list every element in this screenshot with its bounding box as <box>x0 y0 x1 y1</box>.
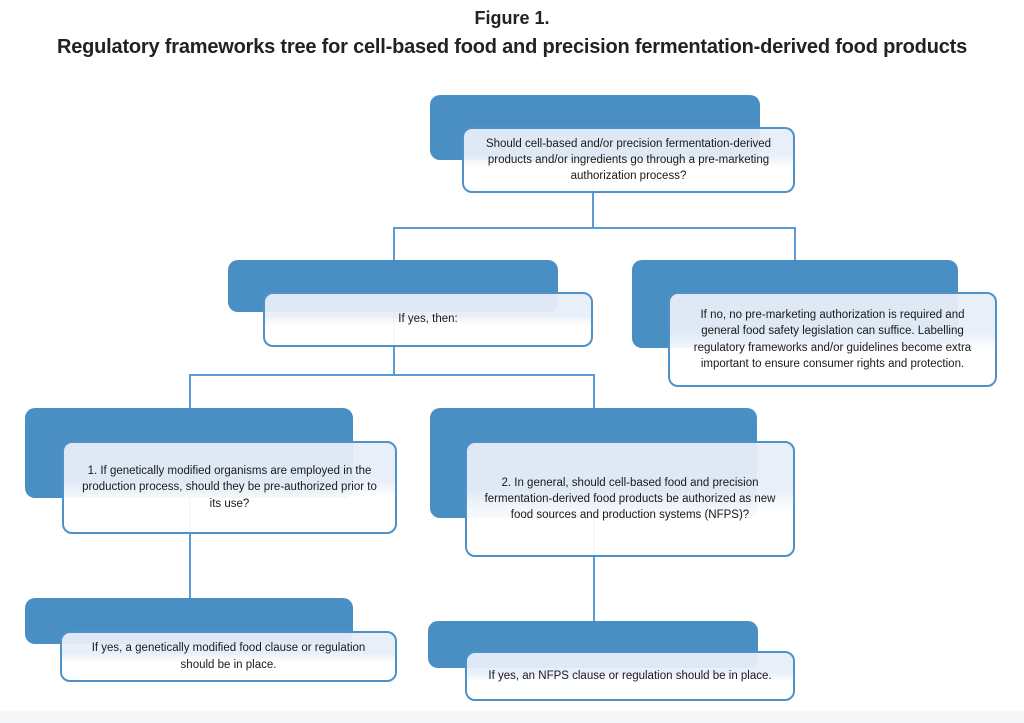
node-yes: If yes, then: <box>263 292 593 347</box>
node-answer2-text: If yes, an NFPS clause or regulation sho… <box>488 669 772 682</box>
node-answer2: If yes, an NFPS clause or regulation sho… <box>465 651 795 701</box>
figure-title: Regulatory frameworks tree for cell-base… <box>56 36 968 58</box>
node-root-text: Should cell-based and/or precision ferme… <box>485 137 772 183</box>
node-question1-text: 1. If genetically modified organisms are… <box>82 465 377 510</box>
node-no: If no, no pre-marketing authorization is… <box>668 292 997 387</box>
connector-level3-bar <box>189 374 595 376</box>
node-answer1: If yes, a genetically modified food clau… <box>60 631 397 682</box>
footer-strip <box>0 711 1024 723</box>
node-answer1-text: If yes, a genetically modified food clau… <box>91 642 366 671</box>
figure-label: Figure 1. <box>474 8 550 28</box>
connector-to-no <box>794 227 796 267</box>
node-yes-text: If yes, then: <box>398 313 458 326</box>
node-question2: 2. In general, should cell-based food an… <box>465 441 795 557</box>
node-no-text: If no, no pre-marketing authorization is… <box>693 309 972 370</box>
connector-level2-bar <box>393 227 796 229</box>
node-root: Should cell-based and/or precision ferme… <box>462 127 795 193</box>
node-question1: 1. If genetically modified organisms are… <box>62 441 397 534</box>
node-question2-text: 2. In general, should cell-based food an… <box>484 476 776 522</box>
figure-header: Figure 1. Regulatory frameworks tree for… <box>0 8 1024 59</box>
